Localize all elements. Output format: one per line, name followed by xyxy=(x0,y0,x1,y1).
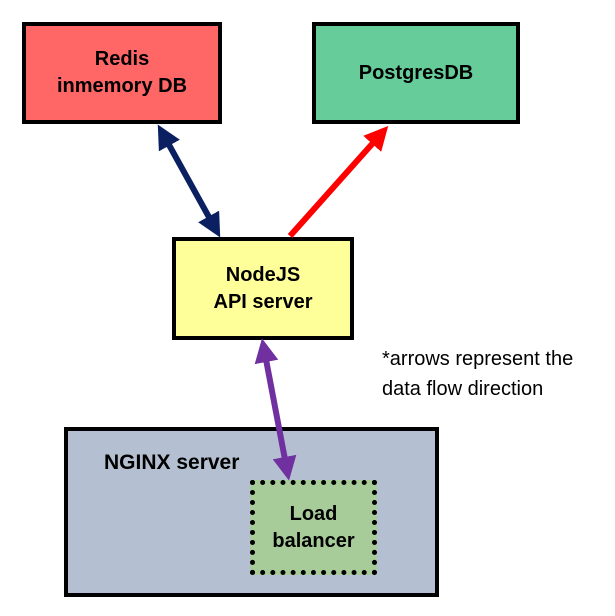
redis-label-line1: Redis xyxy=(94,48,150,70)
load-balancer-label-line2: balancer xyxy=(272,529,355,552)
note-line1: *arrows represent the xyxy=(382,348,574,370)
nodejs-label-line2: API server xyxy=(213,290,313,313)
note-line2: data flow direction xyxy=(382,378,544,400)
postgres-box: PostgresDB xyxy=(312,22,520,124)
arrow-redis-nodejs xyxy=(157,124,221,238)
nodejs-box: NodeJS API server xyxy=(172,237,354,340)
load-balancer-box: Load balancer xyxy=(250,480,377,575)
arrow-legend-note: *arrows represent the data flow directio… xyxy=(382,344,573,404)
load-balancer-label-line1: Load xyxy=(289,502,338,525)
redis-label-line2: inmemory DB xyxy=(56,75,188,97)
arrow-nodejs-loadbalancer xyxy=(254,338,297,481)
arrow-nodejs-postgres xyxy=(287,125,389,238)
nginx-server-label: NGINX server xyxy=(104,451,240,474)
postgres-label: PostgresDB xyxy=(358,61,474,84)
redis-box: Redis inmemory DB xyxy=(22,22,222,124)
nodejs-label-line1: NodeJS xyxy=(225,263,301,286)
